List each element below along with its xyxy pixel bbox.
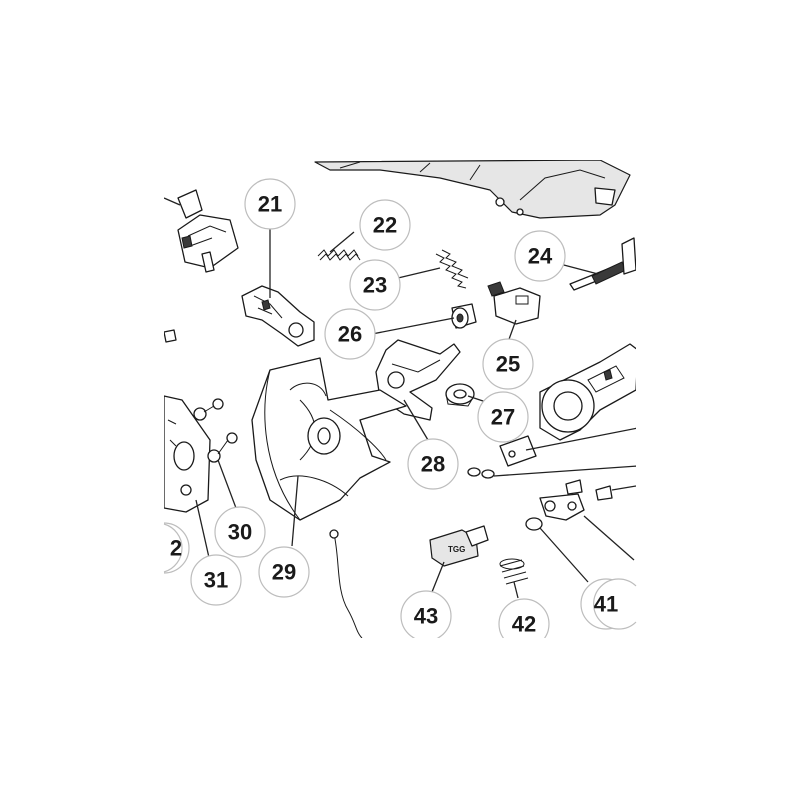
knob-logo: TGG (448, 545, 465, 554)
callout-24: 24 (514, 230, 566, 282)
callout-32-redraw: 2 (163, 523, 183, 573)
callout-29-label: 29 (272, 560, 296, 585)
cable-part (329, 529, 363, 639)
armature-plate-part (539, 343, 639, 441)
callout-24-label: 24 (528, 244, 553, 269)
callout-30: 30 (214, 506, 266, 558)
brush-holder-25-part (487, 281, 541, 325)
lever-part (241, 285, 315, 347)
callout-28: 28 (407, 438, 459, 490)
spring-42-part (499, 558, 529, 585)
screws-part (467, 465, 639, 501)
callout-32-label-redraw: 2 (170, 536, 182, 561)
callout-30-label: 30 (228, 520, 252, 545)
fan-29-part (251, 357, 407, 521)
callout-27: 27 (477, 391, 529, 443)
callout-21-label: 21 (258, 192, 282, 217)
callout-43: 43 (400, 590, 452, 642)
callout-27-label: 27 (491, 405, 515, 430)
callout-28-label: 28 (421, 452, 445, 477)
callout-41-redraw: 41 (593, 578, 637, 630)
leader-lines (195, 228, 635, 599)
callout-42-label: 42 (512, 612, 536, 637)
callout-43-label: 43 (414, 604, 438, 629)
left-housing-part (163, 329, 211, 513)
callout-21: 21 (244, 178, 296, 230)
bushing-26-part (451, 303, 477, 329)
housing-top-part (314, 159, 631, 219)
gasket-plate-part (525, 493, 585, 531)
callout-41-label-redraw: 41 (594, 592, 618, 617)
switch-part (163, 189, 239, 273)
callout-22-label: 22 (373, 213, 397, 238)
callout-31: 31 (190, 554, 242, 606)
screws-30-part (193, 398, 238, 463)
callout-22: 22 (359, 199, 411, 251)
callout-23-label: 23 (363, 273, 387, 298)
callout-42: 42 (498, 598, 550, 650)
callout-26: 26 (324, 308, 376, 360)
callout-25: 25 (482, 338, 534, 390)
bearing-27-part (445, 383, 475, 407)
spring-23-part (435, 249, 469, 289)
spring-22-part (317, 249, 361, 261)
callout-23: 23 (349, 259, 401, 311)
callout-29: 29 (258, 546, 310, 598)
terminal-plate-part (499, 427, 639, 467)
callout-26-label: 26 (338, 322, 362, 347)
brush-24-part (569, 237, 637, 291)
callout-25-label: 25 (496, 352, 520, 377)
knob-43-part: TGG (429, 525, 489, 567)
callout-31-label: 31 (204, 568, 228, 593)
